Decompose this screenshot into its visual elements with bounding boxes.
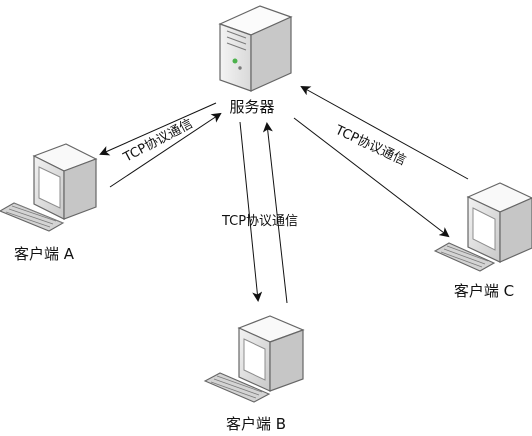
arrow-client-b-to-server: [262, 122, 288, 304]
arrow-server-to-client-c: [293, 117, 450, 238]
server-node: 服务器: [218, 5, 293, 116]
desktop-computer-icon: [433, 182, 532, 272]
server-label: 服务器: [229, 98, 274, 116]
connection-server-client-c: TCP协议通信: [293, 86, 469, 238]
connection-c-label: TCP协议通信: [332, 123, 408, 169]
client-c-node: 客户端 C: [433, 182, 532, 300]
connection-server-client-a: TCP协议通信: [99, 102, 222, 188]
connection-server-client-b: TCP协议通信: [221, 121, 298, 304]
arrow-client-a-to-server: [109, 112, 222, 188]
client-b-label: 客户端 B: [226, 415, 286, 433]
arrow-server-to-client-b: [239, 121, 263, 302]
server-tower-icon: [218, 5, 293, 92]
client-a-label: 客户端 A: [14, 245, 75, 263]
client-a-node: 客户端 A: [0, 143, 98, 263]
desktop-computer-icon: [203, 315, 305, 403]
connection-b-label: TCP协议通信: [221, 214, 298, 229]
connection-a-label: TCP协议通信: [120, 116, 195, 165]
arrow-client-c-to-server: [300, 86, 469, 180]
client-b-node: 客户端 B: [203, 315, 305, 433]
client-c-label: 客户端 C: [454, 282, 514, 300]
arrow-server-to-client-a: [99, 102, 217, 156]
desktop-computer-icon: [0, 143, 98, 232]
